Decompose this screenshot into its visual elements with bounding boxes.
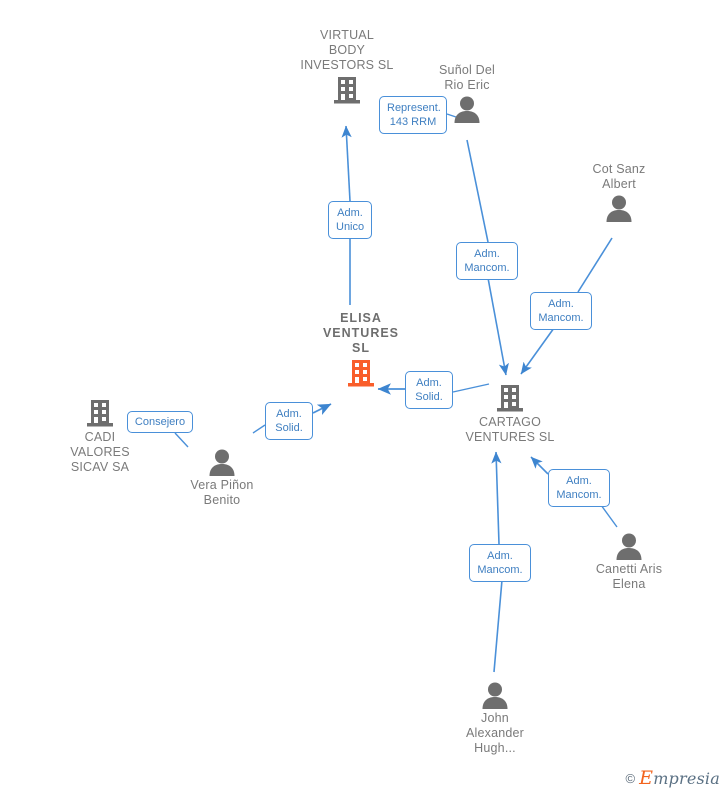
person-icon bbox=[616, 533, 642, 560]
node-label-canetti-aris-elena: Canetti Aris Elena bbox=[595, 562, 663, 591]
edge-admmancom-to-cartago-c bbox=[530, 456, 549, 475]
building-icon bbox=[334, 77, 360, 104]
edge-label-adm-solid-cartago[interactable]: Adm. Solid. bbox=[405, 371, 453, 409]
edge-admsolid-to-elisa-left bbox=[312, 403, 332, 415]
node-cot-sanz-albert[interactable]: Cot Sanz Albert bbox=[559, 162, 679, 222]
building-icon-focus bbox=[348, 360, 374, 387]
building-icon bbox=[87, 400, 113, 427]
edge-label-adm-unico[interactable]: Adm. Unico bbox=[328, 201, 372, 239]
node-label-vera-pinon-benito: Vera Piñon Benito bbox=[190, 478, 254, 507]
edge-label-consejero[interactable]: Consejero bbox=[127, 411, 193, 433]
edge-consejero-tail bbox=[174, 432, 189, 448]
node-label-sunol-del-rio-eric: Suñol Del Rio Eric bbox=[439, 63, 495, 92]
building-icon bbox=[497, 385, 523, 412]
node-virtual-body-investors[interactable]: VIRTUAL BODY INVESTORS SL bbox=[247, 28, 447, 105]
edge-label-represent-143-rrm[interactable]: Represent. 143 RRM bbox=[379, 96, 447, 134]
node-cartago-ventures-sl[interactable]: CARTAGO VENTURES SL bbox=[435, 383, 585, 445]
node-label-cadi-valores-sicav-sa: CADI VALORES SICAV SA bbox=[70, 430, 130, 474]
copyright-symbol: © bbox=[625, 770, 636, 786]
empresia-logo-initial: E bbox=[639, 767, 654, 789]
edge-label-adm-mancom-sunol[interactable]: Adm. Mancom. bbox=[456, 242, 518, 280]
node-label-cot-sanz-albert: Cot Sanz Albert bbox=[592, 162, 646, 191]
node-sunol-del-rio-eric[interactable]: Suñol Del Rio Eric bbox=[407, 63, 527, 123]
person-icon bbox=[454, 96, 480, 123]
person-icon bbox=[209, 449, 235, 476]
node-label-john-alexander-hugh: John Alexander Hugh... bbox=[465, 711, 525, 755]
node-john-alexander-hugh[interactable]: John Alexander Hugh... bbox=[435, 681, 555, 756]
edge-sunol-to-admmancom bbox=[466, 139, 489, 243]
edge-label-adm-mancom-john[interactable]: Adm. Mancom. bbox=[469, 544, 531, 582]
node-canetti-aris-elena[interactable]: Canetti Aris Elena bbox=[569, 532, 689, 592]
edge-admunico-to-virtualbody bbox=[341, 125, 352, 202]
edge-label-adm-mancom-canetti[interactable]: Adm. Mancom. bbox=[548, 469, 610, 507]
edge-canetti-to-admmancom bbox=[600, 504, 618, 528]
person-icon bbox=[482, 682, 508, 709]
node-vera-pinon-benito[interactable]: Vera Piñon Benito bbox=[162, 448, 282, 508]
node-label-cartago-ventures-sl: CARTAGO VENTURES SL bbox=[465, 415, 555, 444]
edge-cartago-to-admsolid bbox=[452, 383, 490, 393]
node-elisa-ventures-sl[interactable]: ELISA VENTURES SL bbox=[291, 311, 431, 388]
edge-admmancom-to-cartago-a bbox=[487, 277, 509, 376]
edge-vera-to-admsolid bbox=[252, 424, 266, 434]
person-icon bbox=[606, 195, 632, 222]
edge-label-adm-solid-vera[interactable]: Adm. Solid. bbox=[265, 402, 313, 440]
edge-admmancom-to-cartago-d bbox=[491, 451, 502, 545]
node-cadi-valores-sicav-sa[interactable]: CADI VALORES SICAV SA bbox=[40, 398, 160, 475]
node-label-elisa-ventures-sl: ELISA VENTURES SL bbox=[322, 311, 400, 355]
edge-john-to-admmancom bbox=[493, 579, 503, 673]
edge-cot-to-admmancom bbox=[577, 237, 613, 293]
edge-label-adm-mancom-cot[interactable]: Adm. Mancom. bbox=[530, 292, 592, 330]
edge-admmancom-to-cartago-b bbox=[520, 327, 555, 375]
node-label-virtual-body-investors: VIRTUAL BODY INVESTORS SL bbox=[300, 28, 394, 72]
empresia-watermark: © Empresia bbox=[626, 767, 720, 789]
empresia-logo: Empresia bbox=[639, 767, 720, 789]
empresia-logo-rest: mpresia bbox=[653, 769, 720, 788]
